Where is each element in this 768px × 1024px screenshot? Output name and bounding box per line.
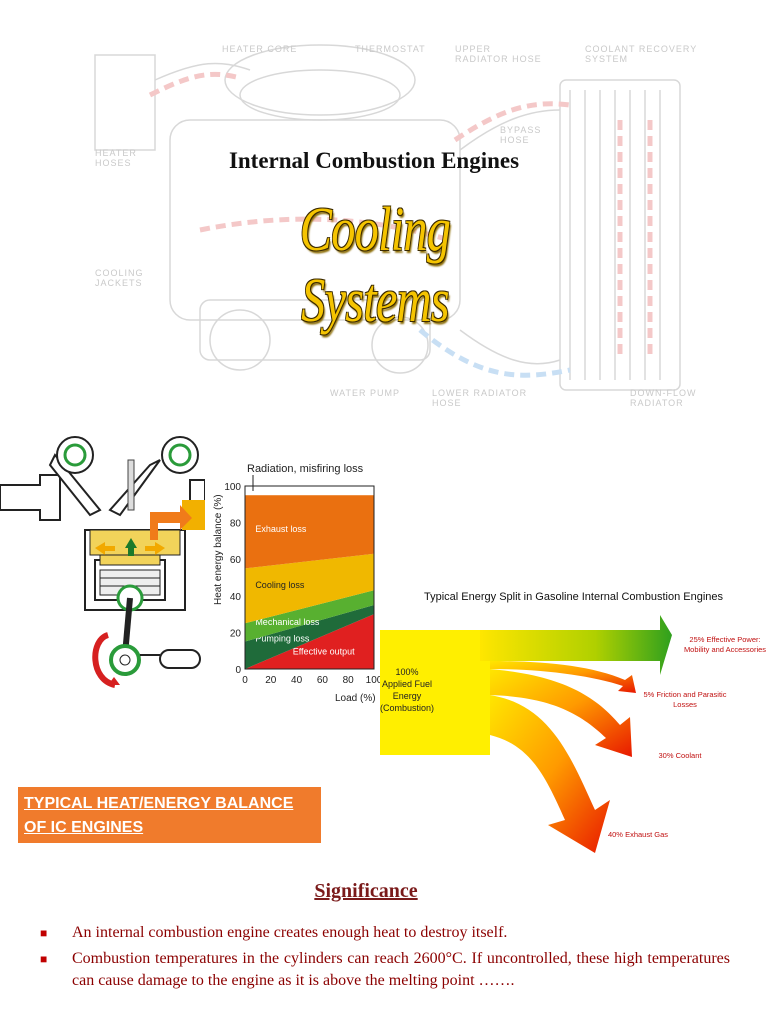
y-tick-label: 100 <box>224 482 241 493</box>
label-heater-hoses: HEATER HOSES <box>95 148 137 168</box>
sankey-out3: 30% Coolant <box>659 751 703 760</box>
area-effective-output <box>245 614 374 669</box>
y-tick-label: 40 <box>230 592 242 603</box>
area-mechanical-loss <box>245 590 374 642</box>
label-water-pump: WATER PUMP <box>330 388 400 398</box>
x-tick-label: 20 <box>265 675 277 686</box>
y-tick-label: 80 <box>230 519 242 530</box>
sankey-source-block <box>380 630 490 755</box>
label-upper-hose: UPPER RADIATOR HOSE <box>455 44 542 64</box>
sankey-out2-line2: Losses <box>673 700 697 709</box>
sankey-title: Typical Energy Split in Gasoline Interna… <box>424 591 723 603</box>
plot-frame <box>244 485 375 670</box>
sankey-out1-line1: 25% Effective Power: <box>689 635 760 644</box>
y-tick-label: 60 <box>230 555 242 566</box>
significance-heading: Significance <box>314 880 418 902</box>
sankey-flow-effective-power <box>480 615 672 675</box>
area-cooling-loss <box>245 553 374 624</box>
bullet-text: Combustion temperatures in the cylinders… <box>72 950 730 989</box>
sankey-svg: Typical Energy Split in Gasoline Interna… <box>380 591 766 853</box>
caption-line1: TYPICAL HEAT/ENERGY BALANCE <box>24 795 294 812</box>
sankey-out1-line2: Mobility and Accessories <box>684 645 766 654</box>
series-label: Pumping loss <box>255 634 310 644</box>
x-axis-label: Load (%) <box>335 693 376 704</box>
y-tick-label: 20 <box>230 628 242 639</box>
x-tick-label: 60 <box>317 675 329 686</box>
page-subtitle: Cooling Systems <box>299 196 451 335</box>
label-thermostat: THERMOSTAT <box>355 44 426 54</box>
engine-cooling-diagram-background: HEATER CORE THERMOSTAT UPPER RADIATOR HO… <box>0 0 768 420</box>
bullet-text: An internal combustion engine creates en… <box>72 924 508 941</box>
label-heater-core: HEATER CORE <box>222 44 298 54</box>
label-coolant-recovery: COOLANT RECOVERY SYSTEM <box>585 44 698 64</box>
energy-split-sankey: Typical Energy Split in Gasoline Interna… <box>380 585 768 855</box>
label-lower-hose: LOWER RADIATOR HOSE <box>432 388 528 408</box>
list-item: ■ Combustion temperatures in the cylinde… <box>40 948 730 992</box>
y-axis-label: Heat energy balance (%) <box>213 494 224 605</box>
engine-cross-section-graphic <box>0 436 206 688</box>
heat-energy-balance-chart: Effective output Pumping loss Mechanical l… <box>205 455 383 710</box>
sankey-out4: 40% Exhaust Gas <box>608 830 668 839</box>
label-bypass-hose: BYPASS HOSE <box>500 125 542 145</box>
sankey-source-line2: Applied Fuel <box>382 679 432 689</box>
bullet-square-icon: ■ <box>40 926 48 940</box>
heat-balance-caption-box: TYPICAL HEAT/ENERGY BALANCE OF IC ENGINE… <box>18 787 321 843</box>
label-cooling-jackets: COOLING JACKETS <box>95 268 144 288</box>
x-tick-label: 80 <box>343 675 355 686</box>
caption-line2: OF IC ENGINES <box>24 819 144 836</box>
x-tick-label: 40 <box>291 675 303 686</box>
series-label: Mechanical loss <box>255 617 320 627</box>
heat-balance-svg: Effective output Pumping loss Mechanical l… <box>213 463 383 704</box>
engine-schematic-graphic <box>94 44 681 391</box>
sankey-flow-friction <box>490 661 636 693</box>
sankey-flow-exhaust <box>490 695 610 853</box>
list-item: ■ An internal combustion engine creates … <box>40 922 730 944</box>
y-tick-label: 0 <box>235 665 241 676</box>
series-label: Cooling loss <box>255 580 305 590</box>
sankey-source-line1: 100% <box>395 667 418 677</box>
area-radiation-misfiring-loss <box>245 486 374 496</box>
series-label: Exhaust loss <box>255 524 307 534</box>
sankey-source-line4: (Combustion) <box>380 703 434 713</box>
label-down-flow-radiator: DOWN-FLOW RADIATOR <box>630 388 697 408</box>
series-label: Effective output <box>293 646 355 656</box>
area-pumping-loss <box>245 604 374 669</box>
bullet-square-icon: ■ <box>40 952 48 966</box>
page-title: Internal Combustion Engines <box>228 148 520 173</box>
sankey-source-line3: Energy <box>393 691 422 701</box>
chart-title: Radiation, misfiring loss <box>247 463 364 475</box>
sankey-out2-line1: 5% Friction and Parasitic <box>644 690 727 699</box>
x-tick-label: 0 <box>242 675 248 686</box>
area-exhaust-loss <box>245 495 374 569</box>
engine-cross-section-illustration <box>0 430 206 690</box>
x-tick-label: 100 <box>366 675 380 686</box>
significance-list: ■ An internal combustion engine creates … <box>40 922 730 996</box>
sankey-flow-coolant <box>490 669 632 757</box>
